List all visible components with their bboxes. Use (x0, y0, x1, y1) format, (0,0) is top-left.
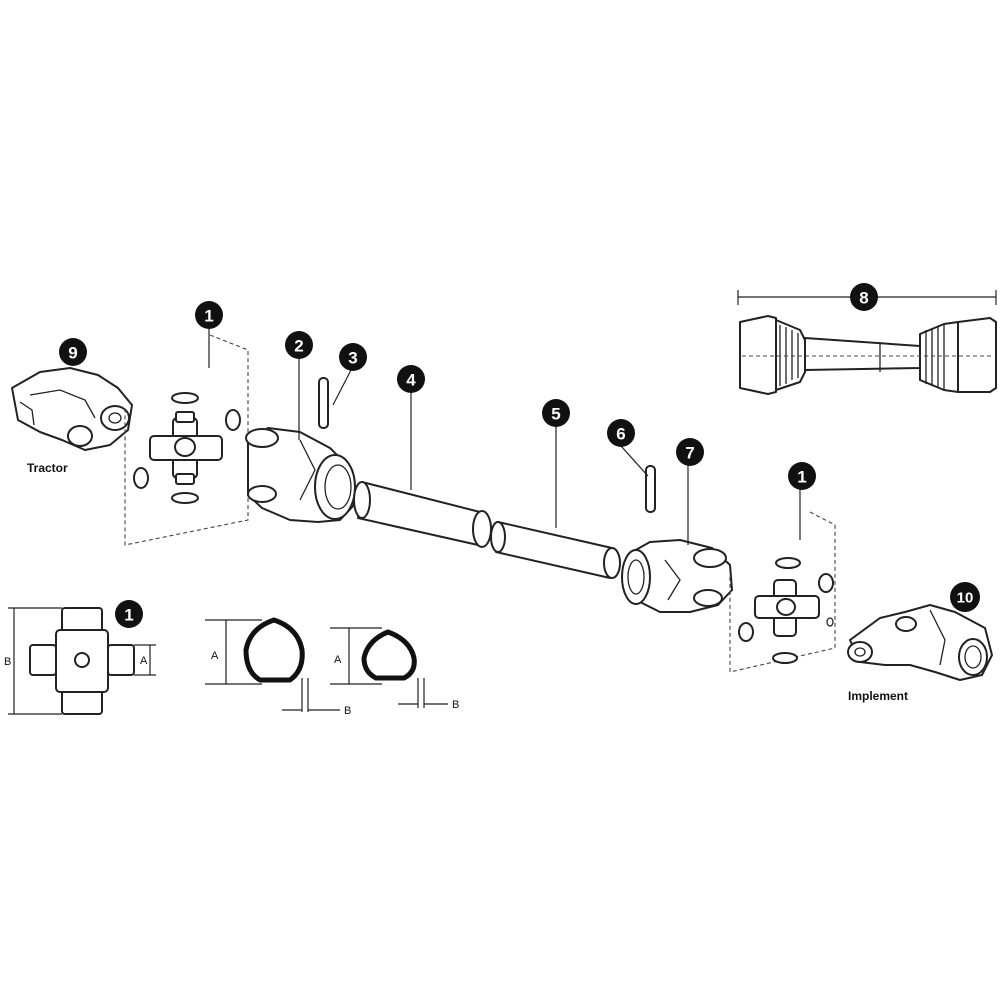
implement-yoke-part (847, 604, 993, 681)
svg-text:1: 1 (204, 307, 213, 326)
svg-text:6: 6 (616, 425, 625, 444)
callout-1-detail: 1 (115, 600, 143, 628)
cross-dim-a-label: A (140, 655, 148, 667)
outer-yoke-part (245, 427, 356, 523)
callout-10: 10 (950, 582, 980, 612)
inner-profile-dim-a-label: A (334, 654, 342, 666)
cross-kit-bracket-left (124, 334, 249, 546)
tractor-yoke-part (11, 367, 133, 451)
cross-kit-right-part (738, 557, 834, 664)
outer-tube-part (353, 481, 492, 548)
svg-text:1: 1 (124, 606, 133, 625)
callout-1-top: 1 (195, 301, 223, 329)
callout-3: 3 (339, 343, 367, 371)
callout-1-right: 1 (788, 462, 816, 490)
callout-9: 9 (59, 338, 87, 366)
svg-text:5: 5 (551, 405, 560, 424)
svg-text:2: 2 (294, 337, 303, 356)
svg-text:3: 3 (348, 349, 357, 368)
outer-tube-profile-detail (205, 617, 340, 712)
inner-yoke-part (621, 539, 733, 613)
callout-7: 7 (676, 438, 704, 466)
outer-profile-dim-b-label: B (344, 705, 351, 717)
inner-profile-dim-b-label: B (452, 699, 459, 711)
outer-profile-dim-a-label: A (211, 650, 219, 662)
svg-text:1: 1 (797, 468, 806, 487)
cross-dim-b-label: B (4, 656, 11, 668)
svg-text:9: 9 (68, 344, 77, 363)
svg-text:8: 8 (859, 289, 868, 308)
spring-pin-part (318, 377, 329, 429)
cross-kit-left-part (133, 392, 241, 504)
callout-5: 5 (542, 399, 570, 427)
callout-2: 2 (285, 331, 313, 359)
cross-dimension-detail (8, 607, 156, 715)
tractor-label: Tractor (27, 461, 68, 475)
svg-text:10: 10 (957, 590, 974, 607)
callout-4: 4 (397, 365, 425, 393)
callout-6: 6 (607, 419, 635, 447)
inner-tube-part (490, 521, 621, 579)
svg-text:7: 7 (685, 444, 694, 463)
implement-label: Implement (848, 689, 908, 703)
svg-text:4: 4 (406, 371, 416, 390)
spring-pin-right-part (645, 465, 656, 513)
callout-leaders (208, 328, 801, 545)
callout-8: 8 (850, 283, 878, 311)
inner-tube-profile-detail (330, 627, 448, 708)
